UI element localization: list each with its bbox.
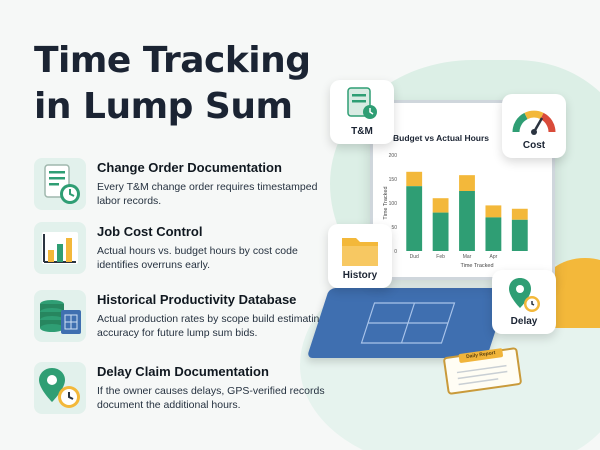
feature-title: Job Cost Control — [97, 224, 203, 239]
y-tick-label: 100 — [389, 201, 398, 207]
feature-title: Delay Claim Documentation — [97, 364, 269, 379]
x-tick-label: Apr — [490, 254, 498, 260]
document-clock-icon — [34, 158, 86, 210]
title-line-1: Time Tracking — [34, 40, 311, 81]
map-pin-icon — [509, 278, 540, 312]
bar-budget-segment — [511, 208, 528, 220]
bar-actual-segment — [432, 212, 449, 251]
feature-title: Change Order Documentation — [97, 160, 282, 175]
tile-cost: Cost — [502, 94, 566, 158]
y-tick-label: 50 — [391, 225, 397, 231]
tile-label: History — [342, 270, 378, 281]
tile-label: Delay — [510, 316, 538, 327]
feature-description: Actual hours vs. budget hours by cost co… — [97, 245, 298, 271]
title-line-2: in Lump Sum — [34, 86, 293, 127]
feature-description: Every T&M change order requires timestam… — [97, 181, 318, 207]
x-tick-label: Dud — [410, 254, 419, 260]
y-tick-label: 0 — [394, 249, 397, 255]
x-tick-label: Feb — [436, 254, 445, 260]
tile-label: Cost — [522, 140, 546, 151]
bar-actual-segment — [511, 219, 528, 251]
gauge-icon — [512, 110, 556, 135]
feature-title: Historical Productivity Database — [97, 292, 297, 307]
bar-budget-segment — [459, 175, 475, 191]
bar-actual-segment — [485, 217, 502, 251]
database-blueprint-icon — [34, 290, 86, 342]
blueprint-roll — [306, 288, 510, 358]
y-tick-label: 200 — [389, 153, 398, 159]
tile-history: History — [328, 224, 392, 288]
folder-icon — [342, 238, 378, 266]
feature-delay-claim: Delay Claim Documentation If the owner c… — [34, 362, 334, 422]
bar-actual-segment — [406, 186, 423, 251]
feature-description: If the owner causes delays, GPS-verified… — [97, 385, 325, 411]
x-tick-label: Mar — [463, 254, 472, 260]
chart-title: Budget vs Actual Hours — [393, 133, 490, 143]
bar-chart-icon — [34, 222, 86, 274]
bar-budget-segment — [406, 171, 423, 187]
feature-description: Actual production rates by scope build e… — [97, 313, 326, 339]
page-title: Time Tracking in Lump Sum — [34, 38, 334, 130]
feature-change-order: Change Order Documentation Every T&M cha… — [34, 158, 334, 218]
tile-label: T&M — [351, 126, 373, 137]
feature-historical-productivity: Historical Productivity Database Actual … — [34, 290, 334, 350]
bar-budget-segment — [432, 198, 449, 213]
daily-report-clipboard: Daily Report — [442, 346, 523, 396]
tile-tm: T&M — [330, 80, 394, 144]
feature-job-cost: Job Cost Control Actual hours vs. budget… — [34, 222, 334, 282]
y-tick-label: 150 — [389, 177, 398, 183]
bar-budget-segment — [485, 205, 502, 218]
document-icon — [347, 87, 377, 119]
bar-actual-segment — [459, 191, 475, 251]
tile-delay: Delay — [492, 270, 556, 334]
y-axis-label: Time Tracked — [383, 186, 389, 219]
location-clock-icon — [34, 362, 86, 414]
x-axis-label: Time Tracked — [460, 263, 493, 269]
